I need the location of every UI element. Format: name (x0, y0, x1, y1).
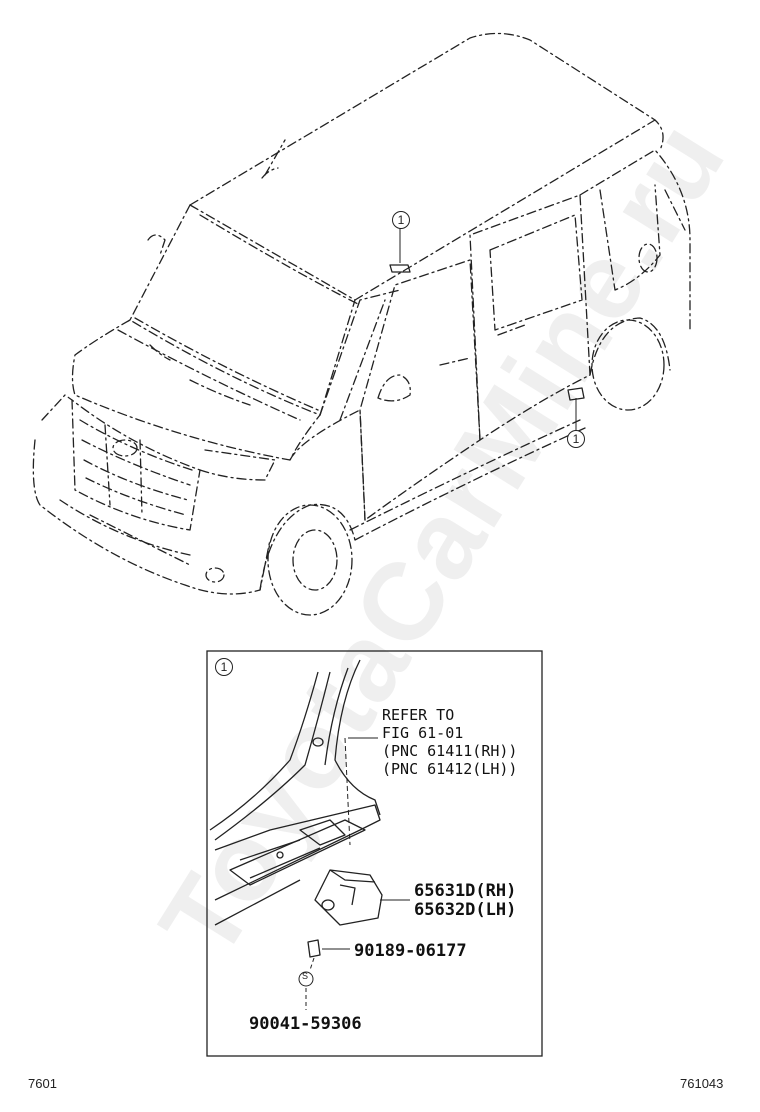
refer-note-line3: (PNC 61411(RH)) (382, 742, 518, 760)
front-door (359, 259, 481, 521)
part-number-bracket-lh: 65632D(LH) (414, 900, 517, 920)
callout-marker-upper: 1 (392, 211, 410, 229)
center-pillar (209, 671, 319, 831)
screw-symbol-letter: S (302, 971, 309, 981)
windshield (129, 204, 356, 416)
rear-wheel (591, 319, 665, 411)
roof-outline (189, 32, 664, 206)
footer-left-code: 7601 (28, 1076, 57, 1091)
hood (71, 319, 321, 461)
rocker-sill (214, 804, 381, 901)
part-number-screw: 90041-59306 (249, 1014, 362, 1034)
front-bumper (32, 439, 271, 595)
refer-note-line4: (PNC 61412(LH)) (382, 760, 518, 778)
callout-marker-lower: 1 (567, 430, 585, 448)
front-grille (71, 399, 201, 531)
detail-frame (206, 650, 543, 1057)
refer-note-line1: REFER TO (382, 706, 455, 724)
sliding-door (469, 194, 591, 441)
detail-callout-marker: 1 (215, 658, 233, 676)
part-number-bracket-rh: 65631D(RH) (414, 881, 517, 901)
front-wheel-arch (259, 503, 356, 591)
refer-note-line2: FIG 61-01 (382, 724, 464, 742)
front-wheel (267, 504, 353, 616)
part-number-clip: 90189-06177 (354, 941, 467, 961)
clip-part (307, 939, 321, 958)
footer-right-code: 761043 (680, 1076, 724, 1091)
rocker-panel (349, 419, 581, 531)
bracket-part (314, 869, 383, 926)
screw-symbol-circle (298, 971, 314, 987)
